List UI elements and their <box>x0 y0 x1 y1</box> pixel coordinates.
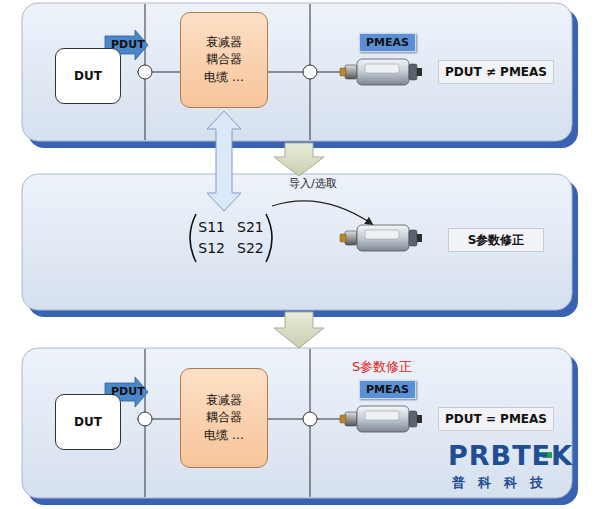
node-text: 衰减器 耦合器 电缆 … <box>199 34 249 86</box>
logo-subtext: 普科科技 <box>452 474 556 492</box>
reference-port <box>303 65 317 79</box>
flow-arrow <box>274 312 324 348</box>
result-box: PDUT ≠ PMEAS <box>438 60 554 84</box>
power-label: PMEAS <box>359 380 416 399</box>
power-label: PDUT <box>111 38 145 51</box>
node-text: PDUT ≠ PMEAS <box>445 65 547 79</box>
node-text: S参数修正 <box>468 233 525 247</box>
matrix-cell: S12 <box>198 240 225 257</box>
arrow-label: 导入/选取 <box>287 176 339 191</box>
result-box: PDUT = PMEAS <box>438 407 554 431</box>
reference-port <box>303 412 317 426</box>
power-sensor <box>340 225 422 251</box>
panel <box>22 3 572 141</box>
matrix-cell: S21 <box>237 219 264 236</box>
node-text: DUT <box>74 415 102 429</box>
power-sensor <box>340 59 422 85</box>
double-arrow <box>207 111 241 211</box>
matrix-cell: S11 <box>198 219 225 236</box>
power-sensor <box>340 406 422 432</box>
node-text: PDUT = PMEAS <box>445 412 547 426</box>
power-label: PMEAS <box>359 33 416 52</box>
result-box: S参数修正 <box>448 228 544 252</box>
flow-arrow <box>274 143 324 176</box>
node-text: DUT <box>74 69 102 83</box>
import-curve <box>272 201 372 224</box>
node-text: 衰减器 耦合器 电缆 … <box>199 392 249 444</box>
matrix-bracket <box>190 214 196 262</box>
panel <box>22 174 572 310</box>
component-box: 衰减器 耦合器 电缆 … <box>180 12 268 108</box>
device-box: DUT <box>55 48 121 104</box>
matrix-cell: S22 <box>237 240 264 257</box>
component-box: 衰减器 耦合器 电缆 … <box>180 368 268 468</box>
matrix-bracket <box>266 214 272 262</box>
panel <box>22 348 572 498</box>
reference-port <box>138 412 152 426</box>
s-parameter-matrix: S11 S21S12 S22 <box>198 214 264 262</box>
power-label: PDUT <box>111 385 145 398</box>
reference-port <box>138 65 152 79</box>
logo-text: PRBTEK <box>448 440 573 471</box>
device-box: DUT <box>55 394 121 450</box>
correction-label: S参数修正 <box>352 358 412 376</box>
